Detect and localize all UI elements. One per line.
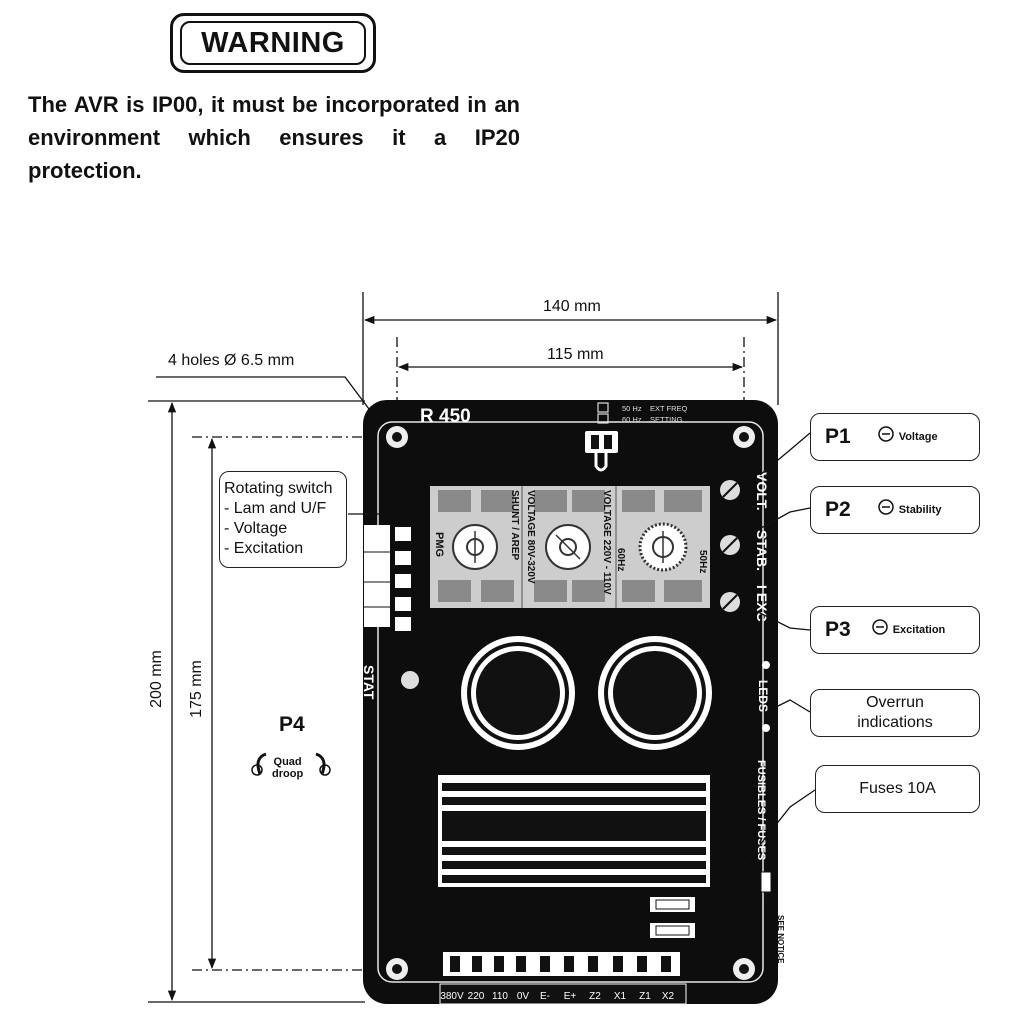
p3-label: P3: [825, 618, 851, 641]
holes-label: 4 holes Ø 6.5 mm: [168, 352, 295, 369]
p4-label: P4: [279, 713, 305, 736]
fuses-board-label: FUSIBLES / FUSES: [755, 760, 767, 860]
board-model: R 450: [420, 406, 471, 427]
overrun-line2: indications: [857, 714, 933, 731]
potentiometer-volt[interactable]: [720, 480, 740, 500]
shunt-label: SHUNT / AREP: [509, 490, 520, 561]
setting-label: SETTING: [650, 415, 683, 424]
stat-screw: [401, 671, 419, 689]
freq-50hz-label: 50Hz: [697, 550, 708, 573]
heatsink: [438, 775, 710, 887]
terminal-label: Z1: [639, 991, 651, 1002]
avr-board: R 450 50 Hz 60 Hz EXT FREQ SETTING: [361, 400, 785, 1005]
terminal-label: X2: [662, 991, 675, 1002]
ext-freq-label: EXT FREQ: [650, 404, 688, 413]
rotating-switch-item: - Lam and U/F: [224, 500, 327, 517]
terminal-label: Z2: [589, 991, 601, 1002]
fuse-symbol: [760, 860, 772, 905]
led-indicators: LEDS: [756, 661, 770, 732]
terminal-label: E+: [564, 991, 577, 1002]
rotating-switch-callout: Rotating switch - Lam and U/F - Voltage …: [219, 471, 347, 568]
p1-knob-icon: [877, 425, 895, 449]
p4-sub: Quad droop: [272, 756, 303, 780]
p4-sub-line2: droop: [272, 768, 304, 780]
terminal-label: 110: [492, 991, 508, 1002]
frequency-jumper[interactable]: [585, 431, 618, 472]
voltage-b-label: VOLTAGE 220V - 110V: [601, 490, 612, 595]
p4-sub-line1: Quad: [273, 756, 302, 768]
leds-label: LEDS: [756, 680, 770, 712]
terminal-label: E-: [540, 991, 550, 1002]
p2-callout: P2 Stability: [810, 486, 980, 534]
warning-badge: WARNING: [170, 13, 376, 73]
warning-text: The AVR is IP00, it must be incorporated…: [28, 92, 520, 183]
frequency-switch[interactable]: [638, 522, 688, 572]
terminal-label: X1: [614, 991, 627, 1002]
rotating-switch-item: - Voltage: [224, 520, 288, 537]
freq-50-label: 50 Hz: [622, 404, 642, 413]
transformer-right: [598, 636, 712, 750]
p2-label: P2: [825, 498, 851, 521]
stat-label: STAT: [361, 665, 377, 700]
notice-label: SEE NOTICE: [776, 915, 785, 964]
dip-switch-bank[interactable]: [364, 525, 411, 631]
terminal-label: 220: [468, 991, 485, 1002]
terminal-label: 0V: [517, 991, 530, 1002]
p1-sub: Voltage: [898, 431, 938, 443]
p1-label: P1: [825, 425, 851, 448]
rotating-switch-title: Rotating switch: [224, 480, 333, 497]
fuse-holders[interactable]: [650, 897, 695, 938]
terminal-labels: 380V 220 110 0V E- E+ Z2 X1 Z1 X2: [440, 991, 674, 1002]
fuses-callout: Fuses 10A: [815, 765, 980, 813]
width-outer-label: 140 mm: [543, 298, 601, 315]
mounting-holes: [386, 426, 755, 980]
terminal-strip: [439, 952, 687, 1005]
transformer-left: [461, 636, 575, 750]
p1-callout: P1 Voltage: [810, 413, 980, 461]
overrun-line1: Overrun: [866, 694, 924, 711]
rotating-switch-item: - Excitation: [224, 540, 304, 557]
potentiometer-exc[interactable]: [720, 592, 740, 612]
p4-knob-icon: [251, 752, 331, 776]
voltage-switch[interactable]: [545, 524, 591, 570]
p3-sub: Excitation: [892, 624, 946, 636]
rotating-switch-panel: PMG SHUNT / AREP VOLTAGE 80V-320V VOLTAG…: [430, 486, 710, 608]
height-holes-label: 175 mm: [188, 660, 205, 718]
potentiometer-stab[interactable]: [720, 535, 740, 555]
width-holes-label: 115 mm: [547, 346, 604, 363]
p2-sub: Stability: [898, 504, 942, 516]
terminal-label: 380V: [440, 991, 464, 1002]
freq-60hz-label: 60Hz: [615, 548, 626, 571]
volt-label: VOLT.: [754, 472, 770, 511]
warning-title: WARNING: [180, 21, 366, 65]
voltage-a-label: VOLTAGE 80V-320V: [525, 490, 536, 584]
stab-label: STAB.: [754, 530, 770, 571]
overrun-callout: Overrun indications: [810, 689, 980, 737]
p2-knob-icon: [877, 498, 895, 522]
callout-leaders: [348, 432, 816, 890]
height-outer-label: 200 mm: [148, 650, 165, 708]
pmg-switch[interactable]: [452, 524, 498, 570]
pmg-label: PMG: [433, 532, 445, 557]
p3-callout: P3 Excitation: [810, 606, 980, 654]
freq-60-label: 60 Hz: [622, 415, 642, 424]
p3-knob-icon: [871, 618, 889, 642]
